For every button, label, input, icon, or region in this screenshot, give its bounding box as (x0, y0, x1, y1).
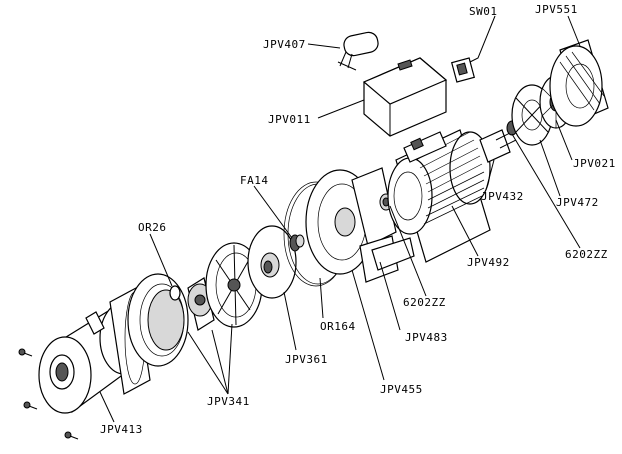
o-ring-or26 (169, 285, 181, 301)
label-fa14: FA14 (240, 174, 269, 187)
bracket-jpv455 (305, 167, 415, 283)
switch-sw01 (450, 57, 476, 83)
label-jpv492: JPV492 (467, 256, 510, 269)
plate-jpv361 (247, 225, 297, 299)
pump-body-jpv413 (38, 287, 151, 414)
label-or26: OR26 (138, 221, 167, 234)
label-jpv483: JPV483 (405, 331, 448, 344)
label-jpv432: JPV432 (481, 190, 524, 203)
label-jpv341: JPV341 (207, 395, 250, 408)
label-jpv455: JPV455 (380, 383, 423, 396)
leader-lines (99, 15, 581, 423)
label-jpv551: JPV551 (535, 3, 578, 16)
capacitor-jpv407 (337, 31, 379, 71)
label-jpv021: JPV021 (573, 157, 616, 170)
label-6202zz-bottom: 6202ZZ (403, 296, 446, 309)
label-jpv407: JPV407 (263, 38, 306, 51)
label-jpv361: JPV361 (285, 353, 328, 366)
label-6202zz-top: 6202ZZ (565, 248, 608, 261)
label-jpv011: JPV011 (268, 113, 311, 126)
terminal-box-jpv011 (362, 57, 448, 137)
label-jpv472: JPV472 (556, 196, 599, 209)
motor-jpv492 (387, 129, 491, 263)
label-or164: OR164 (320, 320, 356, 333)
label-jpv413: JPV413 (100, 423, 143, 436)
seal-fa14 (289, 234, 305, 252)
label-sw01: SW01 (469, 5, 498, 18)
fan-cover-jpv551 (549, 39, 609, 127)
shaft-jpv432 (479, 129, 517, 163)
